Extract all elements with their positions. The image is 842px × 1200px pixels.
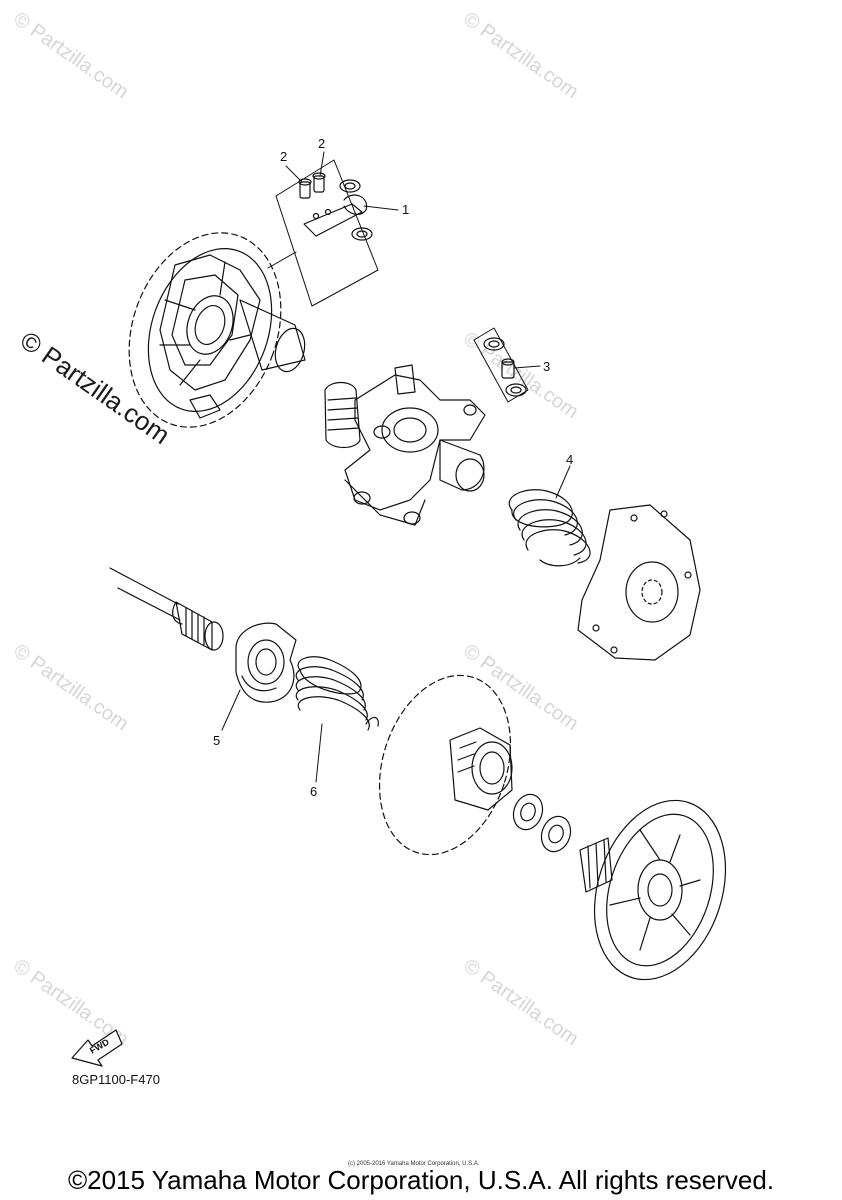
cam-5: [221, 622, 297, 731]
washers: [512, 793, 572, 853]
callout-3: 3: [543, 359, 551, 374]
shaft: [109, 567, 224, 651]
fixed-sheave: [128, 232, 306, 428]
spring-4: [508, 465, 591, 567]
bracket-group-1: [267, 151, 399, 307]
footer-copyright: ©2015 Yamaha Motor Corporation, U.S.A. A…: [67, 1165, 775, 1195]
callout-2a: 2: [280, 149, 288, 164]
roller-group-3: [473, 327, 541, 403]
rear-sheave: [579, 799, 727, 981]
callout-6: 6: [310, 784, 318, 799]
spider: [324, 364, 486, 526]
diagram-code: 8GP1100-F470: [72, 1072, 160, 1087]
movable-sheave: [378, 674, 513, 856]
spring-6: [295, 656, 379, 783]
callout-2b: 2: [318, 136, 326, 151]
callout-5: 5: [213, 733, 221, 748]
fwd-arrow-icon: FWD: [71, 1029, 123, 1067]
callout-1: 1: [402, 202, 410, 217]
cover-plate: [577, 504, 701, 661]
callout-4: 4: [566, 452, 574, 467]
small-copyright: (c) 2005-2016 Yamaha Motor Corporation, …: [348, 1161, 480, 1167]
